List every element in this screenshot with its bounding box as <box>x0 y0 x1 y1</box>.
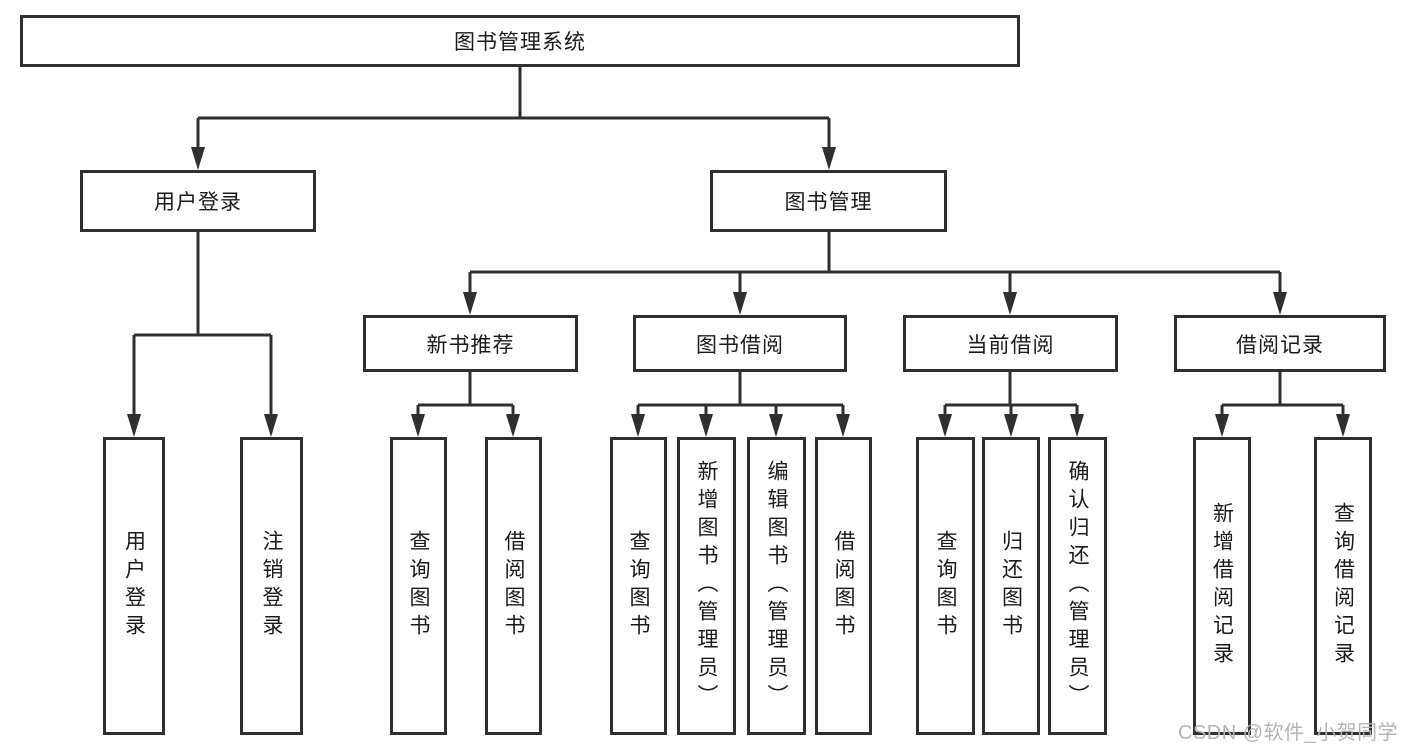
node-current-borrow: 当前借阅 <box>903 315 1118 372</box>
leaf-logout: 注销登录 <box>240 437 303 735</box>
csdn-watermark: CSDN @软件_小贺同学 <box>1178 722 1399 744</box>
arrow-down-icon <box>1004 414 1018 437</box>
leaf-label: 查询图书 <box>934 530 957 642</box>
leaf-add-books-admin: 新增图书（管理员） <box>677 437 736 735</box>
arrow-down-icon <box>463 292 477 315</box>
node-book-management: 图书管理 <box>710 170 947 232</box>
leaf-borrow-books: 借阅图书 <box>815 437 872 735</box>
node-user-login: 用户登录 <box>80 170 316 232</box>
leaf-label: 借阅图书 <box>502 530 525 642</box>
node-borrow-records: 借阅记录 <box>1174 315 1386 372</box>
arrow-down-icon <box>264 414 278 437</box>
arrow-down-icon <box>822 147 836 170</box>
arrow-down-icon <box>506 414 520 437</box>
leaf-label: 查询图书 <box>627 530 650 642</box>
connector-lines <box>132 67 1345 419</box>
arrowhead-icons <box>127 147 1350 437</box>
leaf-edit-books-admin: 编辑图书（管理员） <box>747 437 806 735</box>
leaf-user-login: 用户登录 <box>103 437 165 735</box>
leaf-label: 用户登录 <box>122 530 146 642</box>
leaf-label: 查询借阅记录 <box>1331 502 1355 670</box>
leaf-label: 确认归还（管理员） <box>1066 460 1089 712</box>
leaf-label: 查询图书 <box>407 530 430 642</box>
arrow-down-icon <box>938 414 952 437</box>
arrow-down-icon <box>769 414 783 437</box>
arrow-down-icon <box>411 414 425 437</box>
leaf-label: 注销登录 <box>260 530 283 642</box>
leaf-add-borrow-record: 新增借阅记录 <box>1193 437 1251 735</box>
node-new-book-recommend: 新书推荐 <box>363 315 578 372</box>
leaf-query-books-recommend: 查询图书 <box>390 437 447 735</box>
leaf-label: 归还图书 <box>999 530 1023 642</box>
arrow-down-icon <box>191 147 205 170</box>
node-book-borrow: 图书借阅 <box>633 315 847 372</box>
leaf-query-books-current: 查询图书 <box>916 437 975 735</box>
arrow-down-icon <box>1070 414 1084 437</box>
leaf-confirm-return-admin: 确认归还（管理员） <box>1048 437 1107 735</box>
arrow-down-icon <box>127 414 141 437</box>
node-root-library-system: 图书管理系统 <box>20 15 1020 67</box>
arrow-down-icon <box>836 414 850 437</box>
leaf-label: 新增图书（管理员） <box>695 460 718 712</box>
arrow-down-icon <box>1003 292 1017 315</box>
arrow-down-icon <box>699 414 713 437</box>
arrow-down-icon <box>1273 292 1287 315</box>
arrow-down-icon <box>631 414 645 437</box>
leaf-query-books-borrow: 查询图书 <box>610 437 667 735</box>
leaf-query-borrow-record: 查询借阅记录 <box>1314 437 1372 735</box>
leaf-borrow-books-recommend: 借阅图书 <box>485 437 542 735</box>
arrow-down-icon <box>733 292 747 315</box>
leaf-return-books: 归还图书 <box>982 437 1040 735</box>
leaf-label: 编辑图书（管理员） <box>765 460 788 712</box>
leaf-label: 新增借阅记录 <box>1210 502 1234 670</box>
leaf-label: 借阅图书 <box>832 530 855 642</box>
arrow-down-icon <box>1336 414 1350 437</box>
arrow-down-icon <box>1215 414 1229 437</box>
